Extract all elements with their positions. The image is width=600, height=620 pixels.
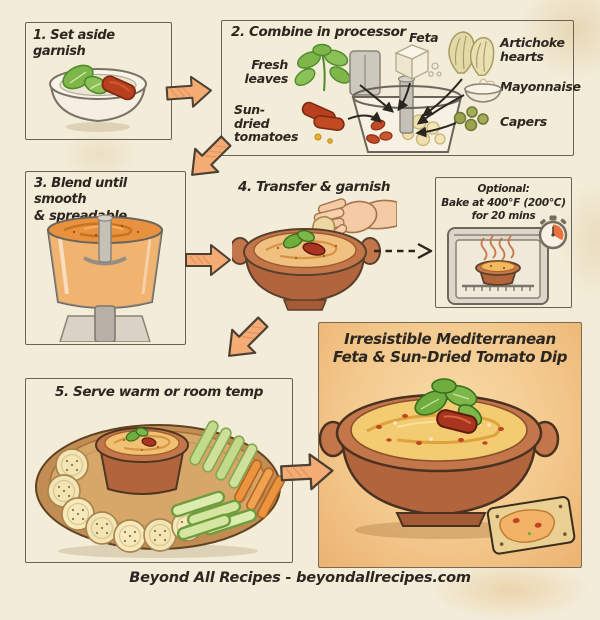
footer-credit: Beyond All Recipes - beyondallrecipes.co…	[129, 570, 471, 586]
capers-icon	[453, 106, 489, 132]
hero-bowl-icon	[319, 378, 560, 527]
feta-icon	[394, 44, 442, 81]
dashed-arrow-icon	[374, 242, 433, 260]
label-artichoke-hearts: Artichoke hearts	[500, 35, 565, 64]
transfer-garnish-illustration	[232, 198, 397, 311]
step1-title: 1. Set aside garnish	[33, 28, 115, 60]
label-mayonnaise: Mayonnaise	[500, 79, 581, 94]
mayonnaise-icon	[464, 78, 502, 103]
oven-illustration	[447, 215, 568, 305]
oven-icon	[447, 227, 549, 305]
serving-platter-illustration	[35, 420, 285, 558]
sun-dried-tomatoes-icon	[301, 101, 345, 144]
dip-bowl-icon	[95, 427, 189, 495]
hero-panel: Irresistible Mediterranean Feta & Sun-Dr…	[318, 322, 582, 568]
arrow-right-icon	[185, 244, 231, 276]
arrow-right-icon	[280, 453, 334, 491]
step2-ingredients-illustration	[294, 31, 502, 153]
arrow-down-left-icon	[228, 316, 269, 357]
step5-title: 5. Serve warm or room temp	[55, 384, 263, 400]
arrow-right-icon	[165, 75, 212, 108]
crackers-icon	[47, 448, 203, 553]
label-sun-dried-tomatoes: Sun-dried tomatoes	[234, 102, 299, 144]
recipe-infographic: { "page": { "footer": "Beyond All Recipe…	[25, 0, 600, 620]
arrow-down-left-icon	[191, 135, 232, 176]
dip-bowl-icon	[232, 228, 381, 311]
label-capers: Capers	[500, 114, 547, 129]
label-fresh-leaves: Fresh leaves	[244, 57, 289, 86]
celery-sticks-icon	[189, 420, 258, 489]
step5-panel: 5. Serve warm or room temp	[25, 378, 293, 563]
food-processor-icon	[349, 50, 463, 153]
cucumber-sticks-icon	[170, 490, 258, 541]
cracker-icon	[486, 496, 576, 555]
step3-panel: 3. Blend until smooth & spreadable	[25, 171, 186, 345]
basil-leaf-icon	[62, 64, 109, 95]
steam-icon	[480, 235, 515, 261]
hero-dip-illustration	[319, 378, 576, 555]
basil-sprig-icon	[294, 43, 351, 92]
timer-icon	[538, 215, 568, 250]
tomato-garnish-icon	[436, 409, 478, 434]
garnish-bowl-illustration	[49, 64, 147, 132]
blended-processor-illustration	[46, 214, 164, 342]
artichoke-hearts-icon	[448, 31, 495, 77]
step2-panel: 2. Combine in processor Fresh leaves Sun…	[221, 20, 581, 156]
step2-title: 2. Combine in processor	[231, 24, 406, 40]
paper-stain	[430, 560, 590, 620]
optional-bake-text: Optional: Bake at 400°F (200°C) for 20 m…	[441, 183, 566, 223]
step1-panel: 1. Set aside garnish	[25, 22, 172, 140]
optional-bake-panel: Optional: Bake at 400°F (200°C) for 20 m…	[435, 177, 572, 308]
sun-dried-tomato-icon	[101, 75, 136, 101]
ingredient-arrows-icon	[347, 78, 465, 138]
label-feta: Feta	[409, 30, 439, 45]
hero-title: Irresistible Mediterranean Feta & Sun-Dr…	[332, 330, 568, 367]
step4-title: 4. Transfer & garnish	[238, 179, 391, 195]
